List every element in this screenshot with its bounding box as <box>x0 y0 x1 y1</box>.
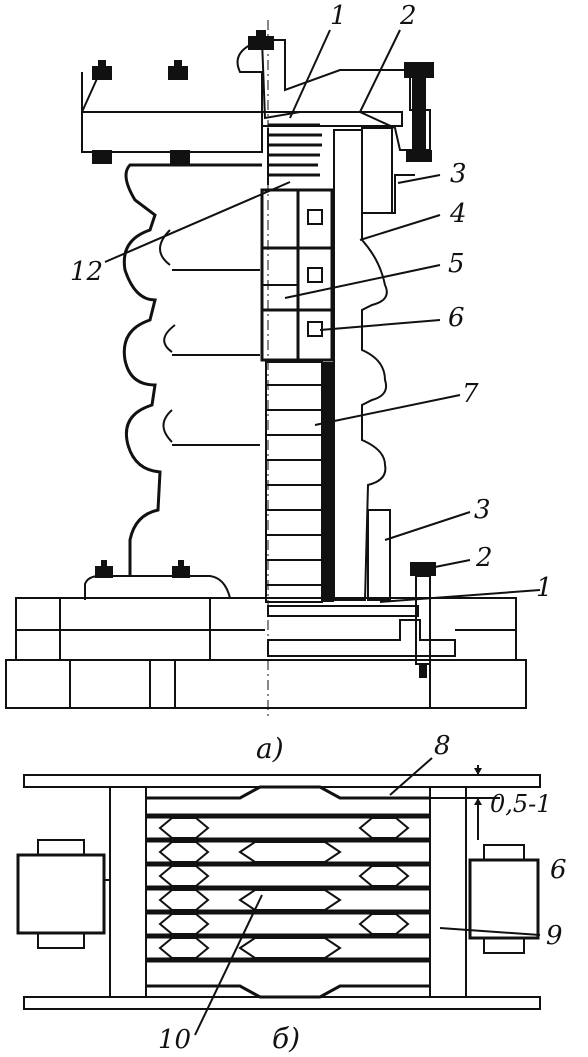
label-1-top: 1 <box>330 1 347 31</box>
electrode-plates <box>146 813 430 963</box>
leader-lines <box>104 29 541 603</box>
top-bolt-2 <box>168 60 190 164</box>
label-6: 6 <box>448 303 465 333</box>
shunt-resistor-right <box>468 844 540 954</box>
side-wall-left <box>109 786 147 998</box>
base-bolt-left <box>95 560 113 578</box>
figure-a: 1 2 3 4 5 6 7 3 2 1 12 а) <box>5 1 553 765</box>
gap-dimension <box>410 765 500 840</box>
spark-gap-unit <box>307 209 323 225</box>
label-7: 7 <box>462 379 479 409</box>
resistor-stack <box>260 188 334 362</box>
base-bolt-mid <box>172 560 190 578</box>
base-bolt-right <box>410 562 436 678</box>
label-5: 5 <box>448 249 465 279</box>
cement-joint-top <box>361 127 393 214</box>
spark-gap-unit <box>307 267 323 283</box>
label-4: 4 <box>449 199 467 229</box>
label-9: 9 <box>546 921 563 951</box>
label-3-top: 3 <box>450 159 467 189</box>
top-plate <box>23 774 541 788</box>
label-10: 10 <box>158 1025 191 1055</box>
label-6-b: 6 <box>550 855 567 885</box>
leader-lines-b <box>194 757 541 1036</box>
bottom-plate <box>23 996 541 1010</box>
top-flange <box>81 39 431 153</box>
insulator-sheds <box>122 163 262 575</box>
varistor-discs <box>265 361 334 603</box>
cement-joint-bottom <box>367 509 391 601</box>
label-8: 8 <box>434 731 451 761</box>
label-2-top: 2 <box>399 1 417 31</box>
caption-b: б) <box>272 1022 300 1055</box>
label-2-bottom: 2 <box>475 543 493 573</box>
label-1-bottom: 1 <box>536 573 553 603</box>
top-bolt-1 <box>92 60 112 164</box>
top-bolt-3 <box>248 30 274 50</box>
label-3-bottom: 3 <box>474 495 491 525</box>
top-bolt-right <box>404 62 434 162</box>
compression-spring <box>267 123 322 185</box>
spark-gap-unit <box>307 321 323 337</box>
label-12: 12 <box>70 257 103 287</box>
hexagon-profiles <box>158 817 410 959</box>
porcelain-wall <box>333 129 388 601</box>
caption-a: а) <box>256 732 284 765</box>
shunt-resistor-left <box>16 839 110 949</box>
label-gap: 0,5-1 <box>490 790 552 818</box>
side-wall-right <box>429 786 467 998</box>
figure-b: 8 0,5-1 6 9 10 б) <box>16 731 567 1055</box>
